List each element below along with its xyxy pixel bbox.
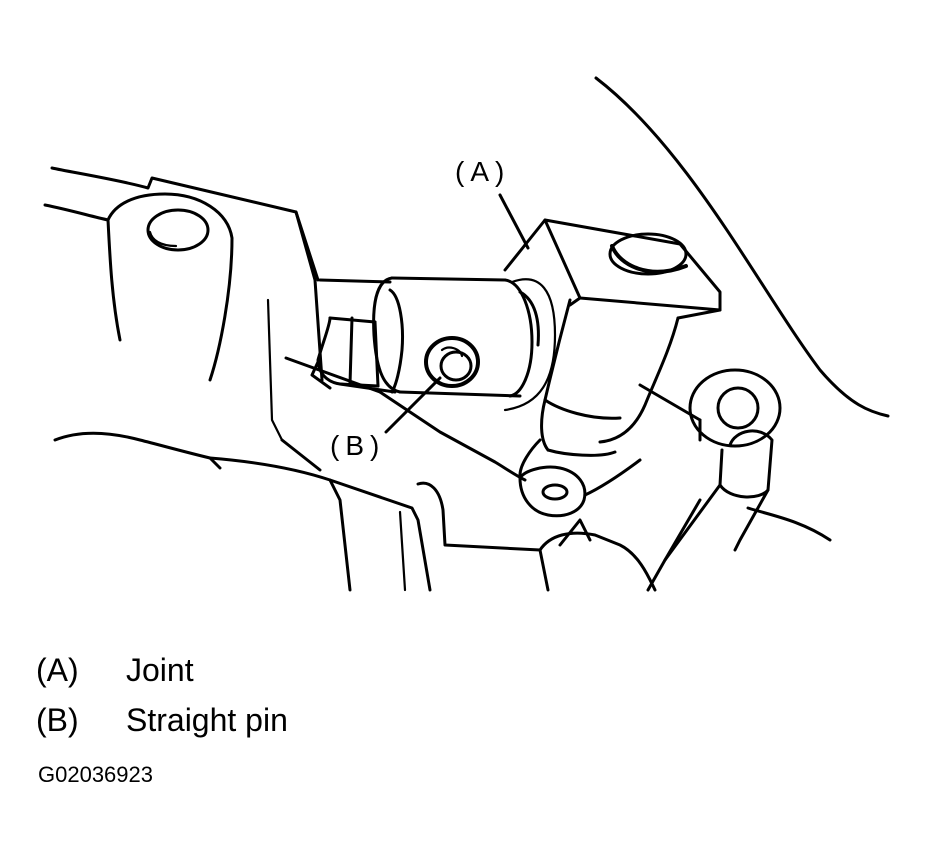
lower-frame <box>53 431 657 592</box>
legend-key: (B) <box>36 702 79 738</box>
legend-item-joint: (A) Joint <box>36 652 194 689</box>
legend-item-straight-pin: (B) Straight pin <box>36 702 288 739</box>
housing-bolt-hole <box>146 208 210 252</box>
steering-joint-illustration <box>43 76 890 592</box>
callout-a: (A) <box>455 156 511 187</box>
housing-block <box>43 166 324 472</box>
legend-label: Straight pin <box>126 702 288 738</box>
shaft-end <box>638 368 782 448</box>
leader-line-a <box>498 193 530 250</box>
straight-pin <box>424 336 480 388</box>
universal-joint-yoke <box>503 218 722 497</box>
joint-sleeve <box>372 276 557 412</box>
support-post <box>646 429 832 592</box>
leader-line-b <box>384 376 442 434</box>
legend-label: Joint <box>126 652 194 688</box>
callout-b: (B) <box>330 430 386 461</box>
figure-id: G02036923 <box>38 762 153 787</box>
yoke-bolt-head <box>608 232 688 276</box>
legend-key: (A) <box>36 652 79 688</box>
yoke-ear <box>518 465 587 518</box>
body-curve-line <box>594 76 890 418</box>
